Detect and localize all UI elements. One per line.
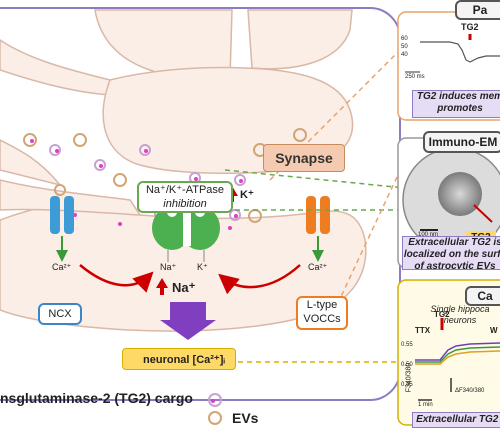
panel-patch-title: Pa xyxy=(455,0,500,20)
calcium-ytick-3: 0.45 xyxy=(401,382,413,388)
immuno-caption: Extracellular TG2 is localized on the su… xyxy=(402,236,500,270)
na-flow-arrow-right xyxy=(218,264,301,295)
patch-time-scale: 250 ms xyxy=(405,74,425,80)
panel-calcium-title: Ca xyxy=(465,286,500,306)
ncx-channel-icon xyxy=(50,196,74,262)
na-increase-arrow xyxy=(156,278,168,295)
vocc-label-box: L-type VOCCs xyxy=(296,296,348,330)
synapse-label: Synapse xyxy=(263,144,345,172)
patch-ytick-2: 50 xyxy=(401,44,408,50)
calcium-delta-label: ΔF340/380 xyxy=(455,388,485,394)
calcium-subtitle: Single hippoca neurons xyxy=(430,304,490,325)
pump-label-box: Na⁺/K⁺-ATPase inhibition xyxy=(137,181,233,213)
patch-trace xyxy=(420,41,500,63)
ca-right-label: Ca²⁺ xyxy=(308,262,328,272)
neuronal-ca-label: neuronal [Ca²⁺]ᵢ xyxy=(143,354,225,366)
calcium-time-scale: 1 min xyxy=(418,402,433,408)
calcium-ttx-label: TTX xyxy=(415,326,431,335)
neuronal-ca-box: neuronal [Ca²⁺]ᵢ xyxy=(122,348,236,370)
patch-ytick-3: 40 xyxy=(401,52,408,58)
em-pointer-arrow xyxy=(473,204,493,223)
k-small-label: K⁺ xyxy=(197,262,208,272)
patch-tg2-label: TG2 xyxy=(461,22,479,32)
pump-label-line2: inhibition xyxy=(163,198,207,210)
patch-ytick-1: 60 xyxy=(401,36,408,42)
em-scale-label: 100 nm xyxy=(418,232,439,238)
legend-ev-icon xyxy=(208,411,222,425)
purple-down-arrow xyxy=(160,302,216,340)
connector-vocc xyxy=(329,159,406,321)
ncx-label-box: NCX xyxy=(38,303,82,325)
k-plus-label: K⁺ xyxy=(240,189,254,201)
pump-label-line1: Na⁺/K⁺-ATPase xyxy=(145,184,225,196)
na-small-label: Na⁺ xyxy=(160,262,177,272)
calcium-traces xyxy=(415,342,500,365)
connector-pump xyxy=(224,169,426,191)
patch-caption: TG2 induces mem promotes xyxy=(412,90,500,118)
ca-left-label: Ca²⁺ xyxy=(52,262,72,272)
tg2-cargo-dots xyxy=(30,139,283,230)
calcium-w-label: W xyxy=(490,326,498,335)
na-flow-arrow-left xyxy=(79,264,154,293)
calcium-tg2-label: TG2 xyxy=(434,310,450,319)
panel-immuno-title: Immuno-EM xyxy=(423,131,500,153)
calcium-ytick-1: 0.55 xyxy=(401,342,413,348)
calcium-ytick-2: 0.50 xyxy=(401,362,413,368)
vocc-label-line2: VOCCs xyxy=(303,313,341,325)
na-plus-label: Na⁺ xyxy=(172,280,196,295)
legend-tg2-ev-icon xyxy=(208,393,222,407)
legend-evs-label: EVs xyxy=(232,410,259,426)
calcium-caption: Extracellular TG2 i xyxy=(412,412,500,428)
vocc-label-line1: L-type xyxy=(306,299,338,311)
ncx-label: NCX xyxy=(48,308,72,320)
em-vesicle xyxy=(438,172,482,216)
vocc-channel-icon xyxy=(306,196,330,262)
legend-text: nsglutaminase-2 (TG2) cargo xyxy=(0,390,193,406)
